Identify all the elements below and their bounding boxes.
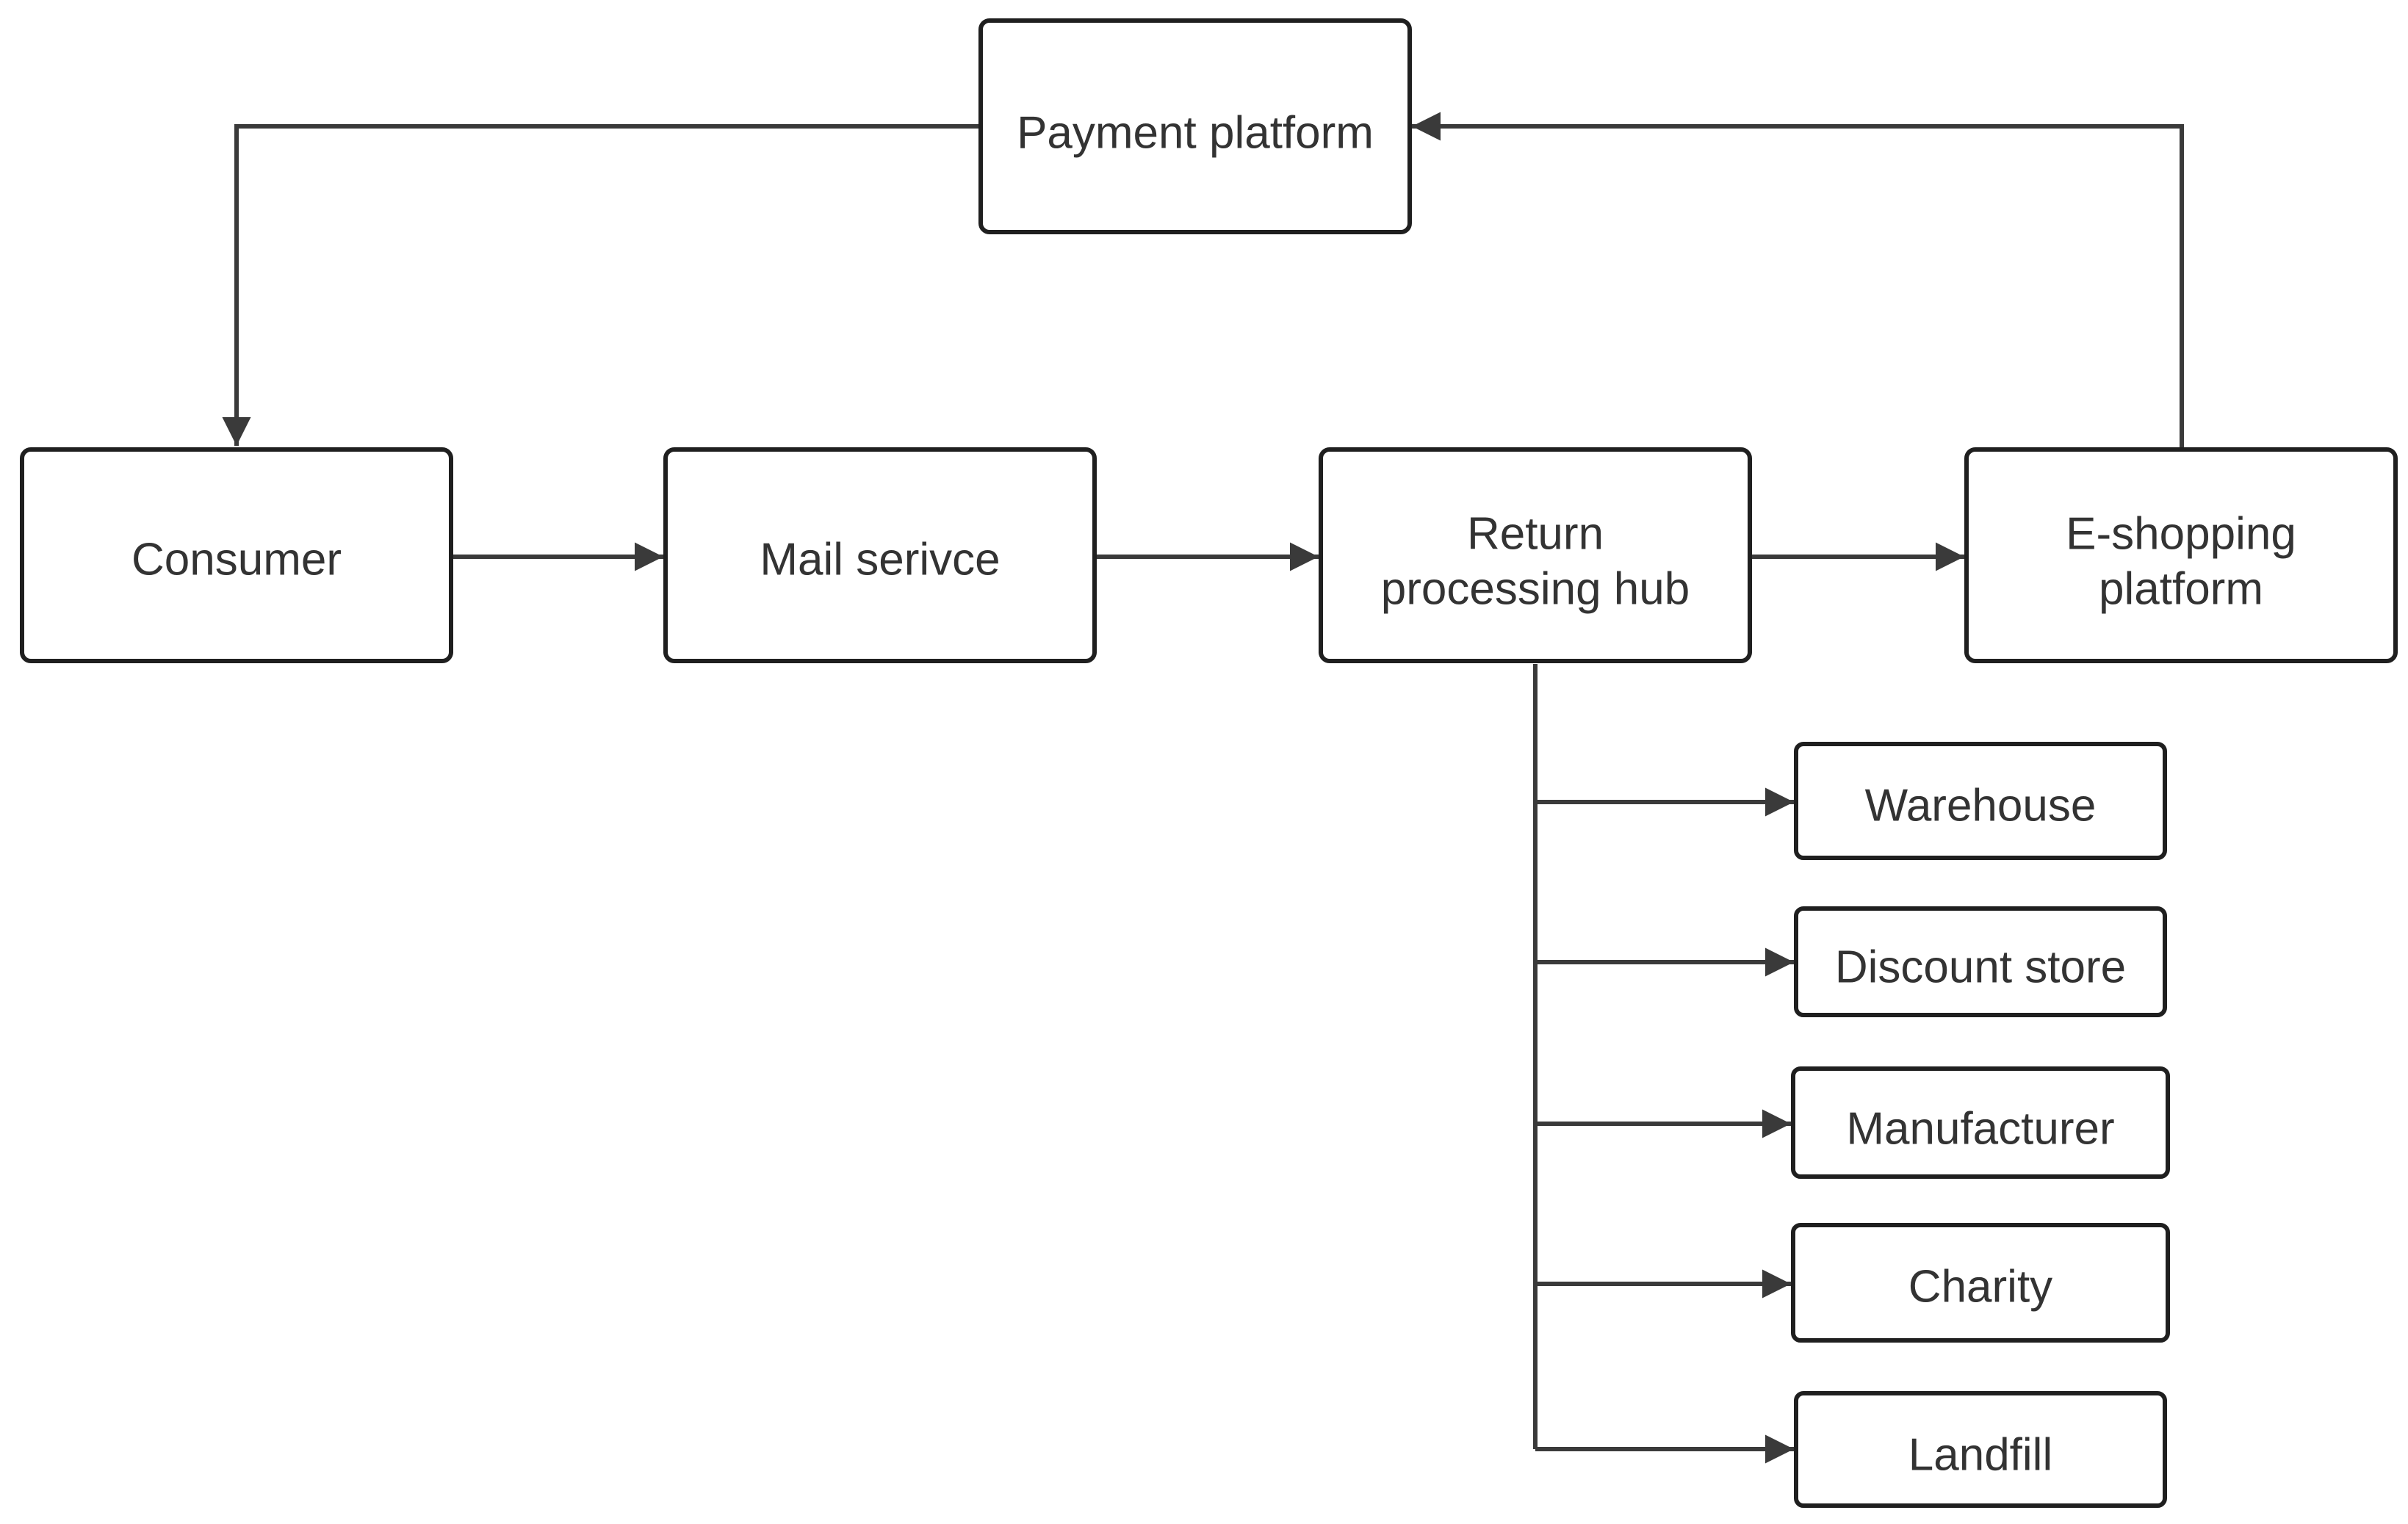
edge-eshop-to-payment	[1412, 112, 2184, 447]
warehouse-label: Warehouse	[1865, 781, 2097, 831]
manufacturer-label: Manufacturer	[1846, 1104, 2114, 1155]
return-processing-hub-box: Return processing hub	[1319, 447, 1752, 663]
edges	[222, 112, 2184, 1464]
e-shopping-platform-label-line1: E-shopping	[2066, 509, 2296, 560]
mail-service-box: Mail serivce	[663, 447, 1097, 663]
e-shopping-platform-box: E-shopping platform	[1964, 447, 2398, 663]
manufacturer-box: Manufacturer	[1791, 1066, 2170, 1179]
consumer-box: Consumer	[20, 447, 453, 663]
charity-label: Charity	[1908, 1262, 2052, 1312]
mail-service-label: Mail serivce	[760, 535, 1000, 585]
return-processing-hub-label-line2: processing hub	[1381, 564, 1690, 615]
discount-store-label: Discount store	[1835, 942, 2126, 993]
landfill-label: Landfill	[1908, 1430, 2052, 1481]
landfill-box: Landfill	[1794, 1391, 2167, 1508]
payment-platform-box: Payment platform	[978, 18, 1412, 234]
charity-box: Charity	[1791, 1223, 2170, 1343]
discount-store-box: Discount store	[1794, 906, 2167, 1017]
edge-payment-to-consumer	[222, 124, 981, 446]
payment-platform-label: Payment platform	[1017, 108, 1374, 159]
consumer-label: Consumer	[131, 535, 342, 585]
return-processing-hub-label-line1: Return	[1467, 509, 1604, 560]
e-shopping-platform-label-line2: platform	[2099, 564, 2263, 615]
warehouse-box: Warehouse	[1794, 742, 2167, 860]
